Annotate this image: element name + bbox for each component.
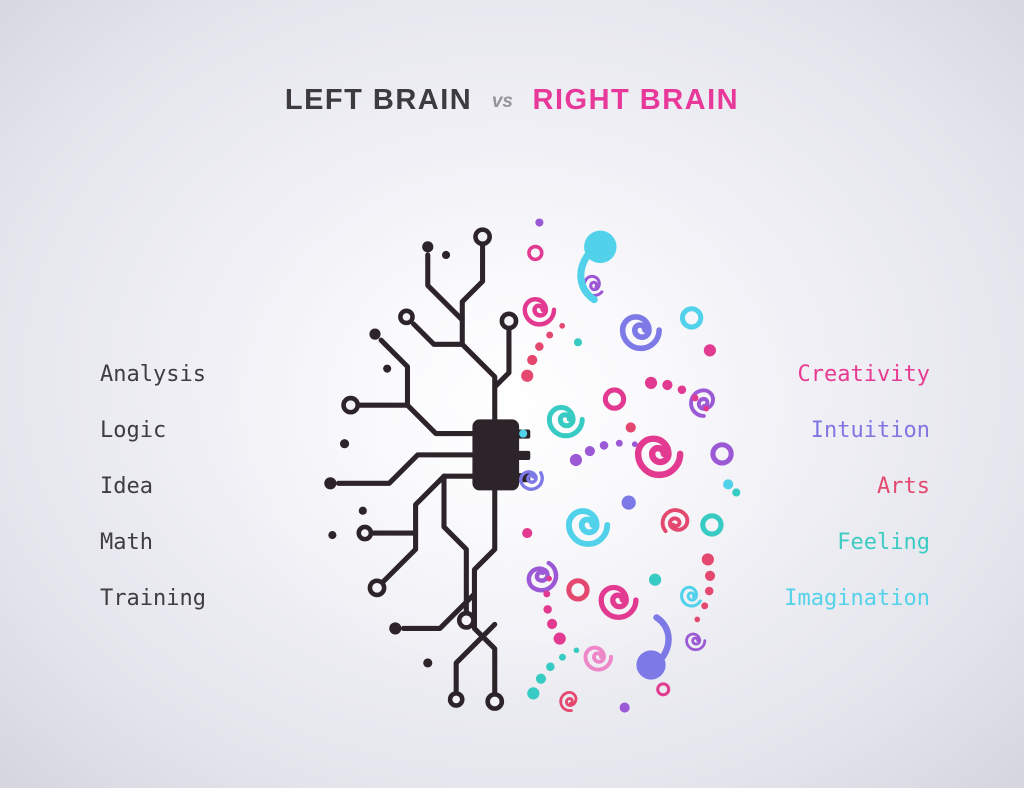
- right-label-imagination: Imagination: [784, 586, 930, 611]
- right-label-feeling: Feeling: [837, 530, 930, 555]
- left-label-math: Math: [100, 530, 153, 555]
- page-title: LEFT BRAIN vs RIGHT BRAIN: [0, 84, 1024, 117]
- title-left-brain: LEFT BRAIN: [284, 84, 473, 116]
- brain-illustration: [324, 218, 741, 714]
- title-vs: vs: [491, 91, 513, 112]
- right-brain-art: [507, 218, 741, 714]
- left-label-idea: Idea: [100, 474, 153, 499]
- title-right-brain: RIGHT BRAIN: [532, 84, 740, 116]
- left-label-analysis: Analysis: [100, 362, 206, 387]
- left-brain-art: [324, 227, 531, 711]
- right-label-arts: Arts: [877, 474, 930, 499]
- left-label-logic: Logic: [100, 418, 167, 443]
- right-label-creativity: Creativity: [797, 362, 930, 387]
- right-label-intuition: Intuition: [810, 418, 930, 443]
- right-brain-labels: Creativity Intuition Arts Feeling Imagin…: [784, 363, 930, 611]
- left-label-training: Training: [100, 586, 206, 611]
- left-brain-labels: Analysis Logic Idea Math Training: [100, 363, 206, 611]
